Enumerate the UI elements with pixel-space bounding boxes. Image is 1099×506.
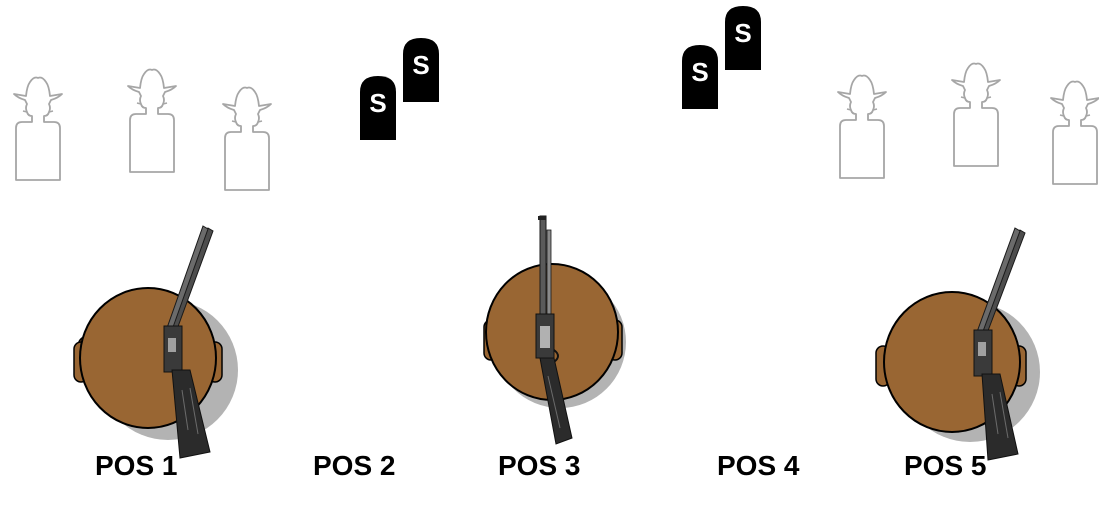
rifle-icon [535,215,573,445]
position-label: POS 4 [717,450,800,481]
shooter-rifle-icon [474,210,634,460]
steel-target-icon: S [725,6,761,70]
cowboy-target-icon [8,72,68,182]
shooter-shotgun-icon [70,220,260,470]
position-label: POS 1 [95,450,178,481]
cowboy-target-icon [217,82,277,192]
shotgun-icon [973,227,1026,461]
position-label: POS 3 [498,450,581,481]
cowboy-target-icon [832,70,892,180]
steel-letter: S [691,57,708,87]
cowboy-target-icon [122,64,182,174]
cowboy-target-icon [946,58,1006,168]
steel-target-icon: S [360,76,396,140]
shotgun-icon [163,225,214,459]
steel-letter: S [369,88,386,118]
steel-target-icon: S [403,38,439,102]
position-label: POS 5 [904,450,987,481]
cowboy-target-icon [1045,76,1099,186]
position-label: POS 2 [313,450,396,481]
steel-target-icon: S [682,45,718,109]
steel-letter: S [734,18,751,48]
steel-letter: S [412,50,429,80]
shooter-shotgun-icon [872,222,1072,472]
